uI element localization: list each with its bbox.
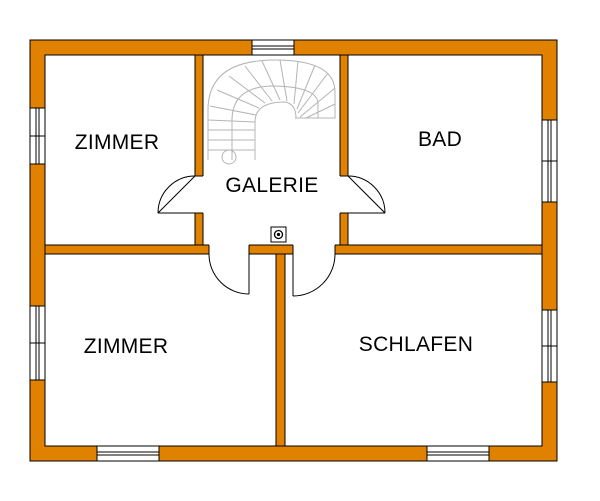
- window-icon: [251, 39, 295, 56]
- door-swing-icon: [157, 175, 196, 214]
- door-swing-icon: [292, 253, 336, 297]
- window-icon: [426, 445, 490, 462]
- room-labels: ZIMMER GALERIE BAD ZIMMER SCHLAFEN: [75, 128, 473, 358]
- wall-top-right-divider: [339, 54, 349, 246]
- door-swing-icon: [208, 253, 250, 295]
- room-label-zimmer-top: ZIMMER: [75, 131, 160, 154]
- doors: [157, 175, 386, 297]
- window-icon: [96, 445, 160, 462]
- window-icon: [29, 305, 46, 381]
- windows: [29, 39, 558, 462]
- window-icon: [29, 107, 46, 165]
- wall-bottom-divider: [275, 253, 286, 447]
- room-label-zimmer-bottom: ZIMMER: [84, 335, 169, 358]
- window-icon: [541, 309, 558, 383]
- door-jambs: [195, 175, 348, 254]
- wall-top-left-divider: [194, 54, 204, 246]
- window-icon: [541, 119, 558, 203]
- room-label-bad: BAD: [418, 128, 462, 151]
- door-openings: [194, 176, 349, 255]
- spiral-stairs-icon: [207, 59, 336, 165]
- room-label-galerie: GALERIE: [225, 174, 318, 197]
- door-swing-icon: [347, 175, 386, 214]
- room-label-schlafen: SCHLAFEN: [359, 333, 473, 356]
- chimney-icon: [270, 226, 287, 243]
